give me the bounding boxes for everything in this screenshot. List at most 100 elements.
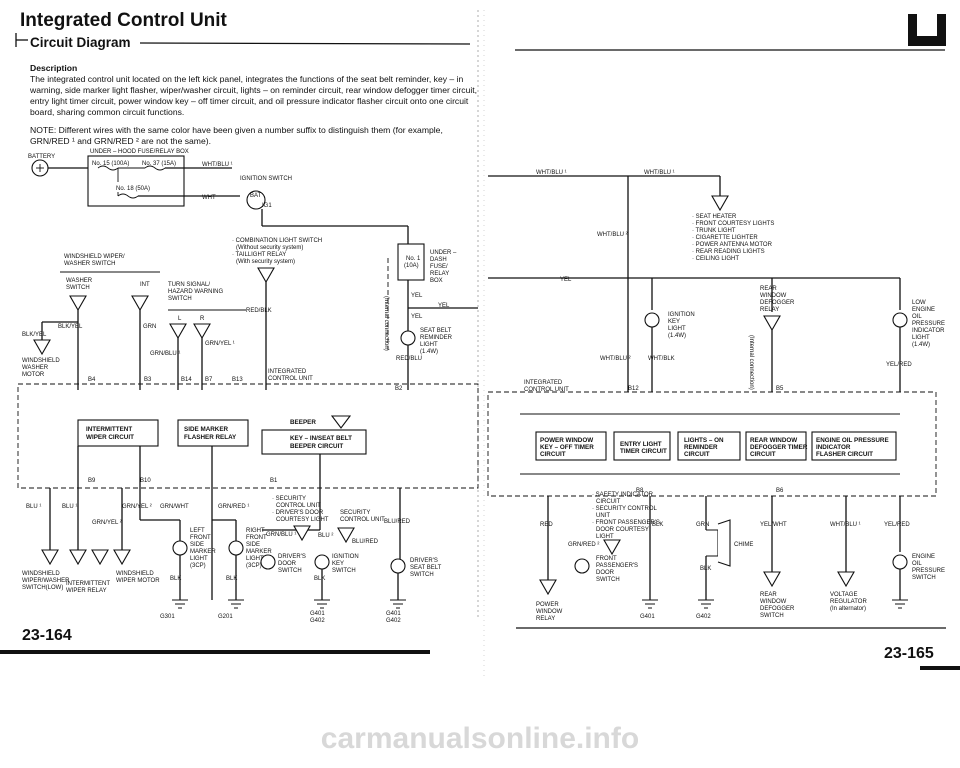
wire-grn-yel2: GRN/YEL ² [122,504,152,510]
sl-7: LIGHT [596,534,614,540]
wiper-motor-1: WINDSHIELD [116,571,154,577]
int-label: INT [140,282,150,288]
ground-g201: G201 [218,614,233,620]
internal-connection-left: (Internal connection) [383,296,389,351]
washer-motor-3: MOTOR [22,372,45,378]
under-dash-box: UNDER – [430,250,457,256]
dds-2: DOOR [278,561,297,567]
wire-grn-blu1: GRN/BLU ¹ [150,351,180,357]
beeper-icon [330,415,352,429]
key-in-beeper-circuit [261,429,367,455]
scu-2: CONTROL UNIT [340,517,385,523]
wire-blu-red-a: BLU/RED [384,519,411,525]
under-dash-box-4: RELAY [430,271,449,277]
load-1: · SEAT HEATER [692,214,737,220]
wire-grn-red1: GRN/RED ¹ [218,504,249,510]
note-line-2: GRN/RED ¹ and GRN/RED ² are not the same… [30,136,211,146]
turn-l: L [178,316,182,322]
iks-3: SWITCH [332,568,356,574]
seat-belt-switch-icon [390,558,406,574]
ignition-key-switch-icon [314,554,330,570]
r-icu-1: INTEGRATED [524,380,563,386]
eos-3: PRESSURE [912,568,945,574]
ig-bat: BAT [250,193,262,199]
icu-label-2: CONTROL UNIT [268,376,313,382]
ground-g301: G301 [160,614,175,620]
r-icu-2: CONTROL UNIT [524,387,569,393]
wire-yel-1: YEL [411,293,423,299]
iwc-1: INTERMITTENT [86,426,132,433]
lfm-3: SIDE [190,542,204,548]
vr-1: VOLTAGE [830,592,857,598]
ignition-switch-label: IGNITION SWITCH [240,176,292,182]
lfm-2: FRONT [190,535,211,541]
intermittent-wiper-circuit [77,419,159,447]
fuse-no1: No. 1 [406,256,421,262]
term-b3: B3 [144,377,152,383]
vr-2: REGULATOR [830,599,867,605]
sl-3: · SECURITY CONTROL [592,506,658,512]
front-passenger-door-switch-icon [574,558,590,574]
ground-g402-b: G402 [386,618,401,624]
wire-blu-red-b: BLU/RED [352,539,379,545]
ikl-3: LIGHT [668,326,686,332]
r-wire-whtblk: WHT/BLK [648,356,675,362]
pwr-3: RELAY [536,616,555,622]
dsbs-1: DRIVER'S [410,558,438,564]
leo-3: OIL [912,314,922,320]
load-3: · TRUNK LIGHT [692,228,736,234]
eos-4: SWITCH [912,575,936,581]
lfm-6: (3CP) [190,563,206,569]
dds-1: DRIVER'S [278,554,306,560]
r-wire-whtblu1-c: WHT/BLU ¹ [830,522,861,528]
r-wire-whtblu1: WHT/BLU ¹ [536,170,567,176]
rwdr-3: DEFOGGER [760,300,795,306]
icu-outline-right [487,391,937,497]
washer-motor-2: WASHER [22,365,49,371]
fuse-37: No. 37 (15A) [142,161,176,167]
wiper-low-2: WIPER/WASHER [22,578,70,584]
leo-2: ENGINE [912,307,935,313]
kib-2: BEEPER CIRCUIT [290,443,343,450]
side-marker-relay [177,419,249,447]
term-b1: B1 [270,478,278,484]
load-6: · REAR READING LIGHTS [692,249,765,255]
wire-yel-3: YEL [411,314,423,320]
wire-grn-yel1: GRN/YEL ¹ [205,341,235,347]
iks-1: IGNITION [332,554,359,560]
elc-1: ENTRY LIGHT [620,441,662,448]
washer-switch-1: WASHER [66,278,93,284]
rwds-2: WINDOW [760,599,787,605]
page-title: Integrated Control Unit [20,10,228,31]
page-number-left: 23-164 [22,627,72,644]
rfm-5: LIGHT [246,556,264,562]
power-window-timer-circuit [535,431,607,461]
note-line-1: NOTE: Different wires with the same colo… [30,125,443,135]
r-wire-yel: YEL [560,277,572,283]
vr-3: (In alternator) [830,606,866,612]
iwr-2: WIPER RELAY [66,588,107,594]
r-wire-grn: GRN [696,522,709,528]
pwc-2: KEY – OFF TIMER [540,444,594,451]
rwdr-1: REAR [760,286,777,292]
lfm-5: LIGHT [190,556,208,562]
iwr-1: INTERMITTENT [66,581,110,587]
right-diagram: WHT/BLU ¹ WHT/BLU ¹ · SEAT HEATER · FRON… [487,170,960,670]
sec-list-3: · DRIVER'S DOOR [272,510,324,516]
lfm-1: LEFT [190,528,205,534]
dds-3: SWITCH [278,568,302,574]
beeper-label: BEEPER [290,419,316,426]
fuse-no1-rating: (10A) [404,263,419,269]
leo-7: (1.4W) [912,342,930,348]
r-wire-whtblu2-b: WHT/BLU ² [600,356,631,362]
fpds-2: PASSENGER'S [596,563,638,569]
term-b2: B2 [395,386,403,392]
r-wire-yelred: YEL/RED [886,362,912,368]
term-b7: B7 [205,377,213,383]
scu-1: SECURITY [340,510,370,516]
eoc-2: INDICATOR [816,444,851,451]
lights-on-reminder-circuit [677,431,741,461]
r-wire-red: RED [540,522,553,528]
turn-signal-1: TURN SIGNAL/ [168,282,210,288]
